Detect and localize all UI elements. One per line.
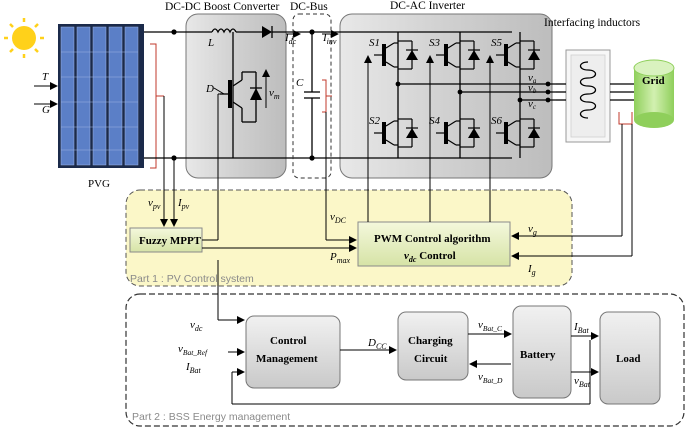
grid-label: Grid [642,75,665,87]
boost-title: DC-DC Boost Converter [165,1,280,13]
ig-label: Ig [527,263,536,277]
inverter-title: DC-AC Inverter [390,0,465,12]
irradiance-label: G [42,104,50,116]
pwm-control-line1: PWM Control algorithm [374,233,491,245]
pwm-control-block [357,221,511,267]
battery-block [512,305,572,399]
vbatd-label: vBat_D [478,371,503,385]
pv-panel [58,24,144,168]
boost-converter-box [185,13,287,179]
inductor-coil-icon [579,61,597,119]
switch-s6-label: S6 [491,115,503,127]
inverter-legs [374,32,540,158]
charging-line2: Circuit [414,353,448,365]
pwm-control-line2: vdc Control [404,250,456,264]
ipv-label: Ipv [177,197,190,211]
in-ibat-label: IBat [185,361,202,375]
switch-s6 [496,108,540,158]
phase-va-label: va [528,72,537,85]
fuzzy-mppt-label: Fuzzy MPPT [139,235,202,247]
vbat-out-label: vBat [574,375,591,389]
temperature-label: T [42,71,49,83]
pvg-label: PVG [88,178,110,190]
diode-icon [262,26,272,38]
dcc-label: DCC [367,337,387,351]
diode-D-label: D [205,83,214,95]
switch-s2 [374,108,418,158]
switch-s1-label: S1 [369,37,380,49]
control-line1: Control [270,335,306,347]
vdc-label: vDC [330,211,347,225]
ibat-out-label: IBat [573,321,590,335]
inductor-label: L [207,37,214,49]
switch-s5 [496,32,540,78]
battery-label: Battery [520,349,556,361]
switch-s3-label: S3 [429,37,441,49]
load-label: Load [616,353,640,365]
switch-s3 [436,32,480,78]
part1-label: Part 1 : PV Control system [130,273,254,285]
switch-s1 [374,32,418,78]
iinv-label: Iinv [322,32,337,46]
phase-vc-label: vc [528,98,537,111]
inductors-title: Interfacing inductors [544,17,641,29]
in-vdc-label: vdc [190,319,203,333]
switch-s2-label: S2 [369,115,381,127]
in-vbatref-label: vBat_Ref [178,343,208,357]
idc-label: Idc [284,32,297,46]
vg-label: vg [528,223,537,237]
pmax-label: Pmax [329,251,351,265]
switch-s5-label: S5 [491,37,503,49]
charging-circuit-block [397,311,469,381]
boost-switch [220,32,262,128]
dcbus-title: DC-Bus [290,1,328,13]
phase-vb-label: vb [528,82,537,95]
load-block [599,311,661,405]
control-management-block [245,315,341,389]
grid-cylinder [633,59,675,128]
part2-label: Part 2 : BSS Energy management [132,411,290,423]
vpv-label: vpv [148,197,161,211]
switch-s4 [436,108,480,158]
switch-s4-label: S4 [429,115,441,127]
vbatc-label: vBat_C [478,319,503,333]
sun-icon [4,18,44,58]
cap-label: C [296,77,304,89]
vm-label: vm [269,87,280,101]
control-line2: Management [256,353,318,365]
charging-line1: Charging [408,335,453,347]
